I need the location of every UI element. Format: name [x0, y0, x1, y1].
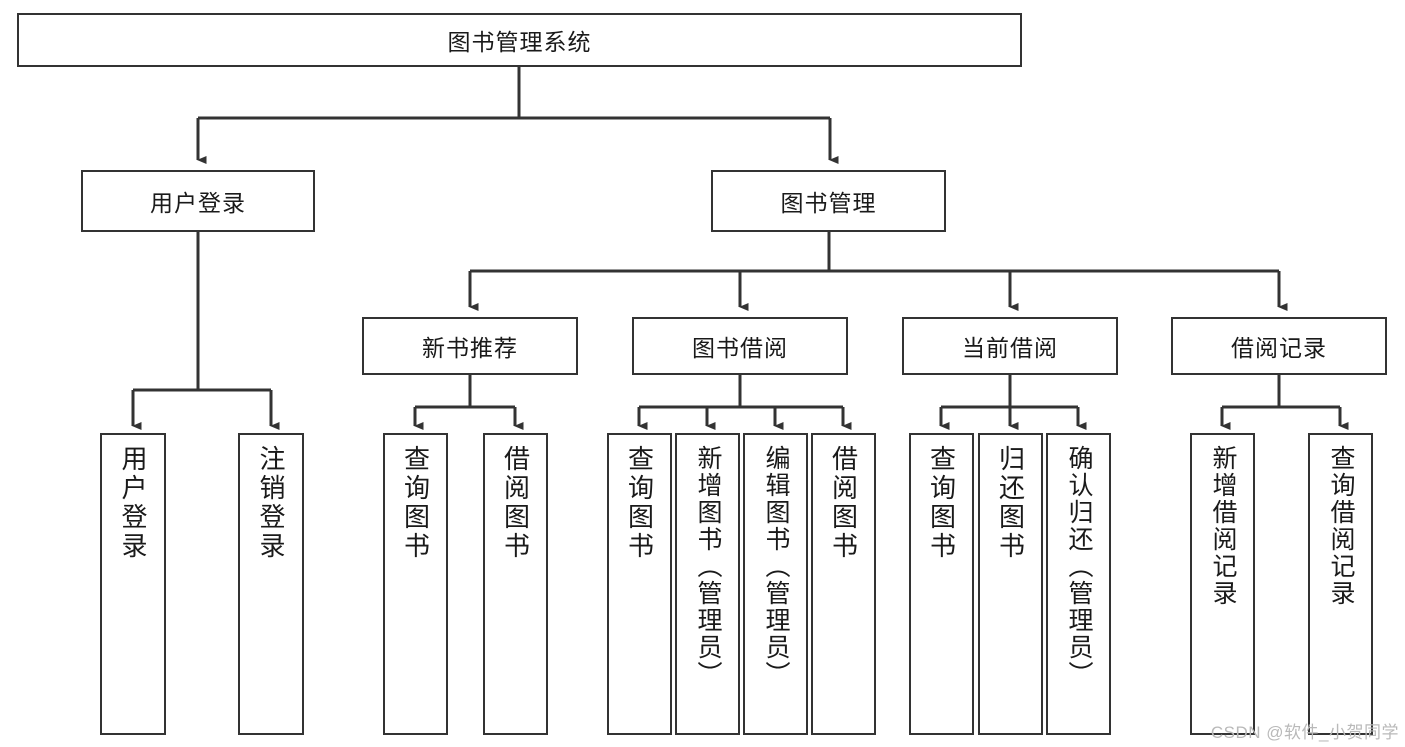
- leaf-user-login[interactable]: 用户登录: [100, 433, 166, 735]
- leaf-edit-book-label: 编辑图书（管理员）: [762, 445, 790, 688]
- node-book-borrow[interactable]: 图书借阅: [632, 317, 848, 375]
- leaf-return-book[interactable]: 归还图书: [978, 433, 1043, 735]
- leaf-query-record[interactable]: 查询借阅记录: [1308, 433, 1373, 735]
- leaf-query-book-2[interactable]: 查询图书: [607, 433, 672, 735]
- node-borrow-record[interactable]: 借阅记录: [1171, 317, 1387, 375]
- node-user-login[interactable]: 用户登录: [81, 170, 315, 232]
- leaf-borrow-book-1[interactable]: 借阅图书: [483, 433, 548, 735]
- node-borrow-record-label: 借阅记录: [1231, 335, 1327, 361]
- node-book-manage[interactable]: 图书管理: [711, 170, 946, 232]
- leaf-borrow-book-2-label: 借阅图书: [828, 445, 859, 561]
- leaf-add-book[interactable]: 新增图书（管理员）: [675, 433, 740, 735]
- leaf-query-book-2-label: 查询图书: [624, 445, 655, 561]
- leaf-query-record-label: 查询借阅记录: [1327, 445, 1355, 607]
- leaf-return-book-label: 归还图书: [995, 445, 1026, 561]
- leaf-edit-book[interactable]: 编辑图书（管理员）: [743, 433, 808, 735]
- leaf-logout[interactable]: 注销登录: [238, 433, 304, 735]
- leaf-confirm-return[interactable]: 确认归还（管理员）: [1046, 433, 1111, 735]
- node-book-manage-label: 图书管理: [780, 190, 877, 216]
- node-user-login-label: 用户登录: [150, 190, 246, 216]
- leaf-query-book-3[interactable]: 查询图书: [909, 433, 974, 735]
- leaf-query-book-3-label: 查询图书: [926, 445, 957, 561]
- node-current-borrow[interactable]: 当前借阅: [902, 317, 1118, 375]
- watermark: CSDN @软件_小贺同学: [1210, 723, 1399, 742]
- node-root-label: 图书管理系统: [447, 29, 592, 55]
- node-new-book-recommend[interactable]: 新书推荐: [362, 317, 578, 375]
- leaf-query-book-1-label: 查询图书: [400, 445, 431, 561]
- leaf-add-record[interactable]: 新增借阅记录: [1190, 433, 1255, 735]
- node-new-book-recommend-label: 新书推荐: [422, 335, 518, 361]
- node-root[interactable]: 图书管理系统: [17, 13, 1022, 67]
- leaf-logout-label: 注销登录: [256, 445, 287, 561]
- leaf-borrow-book-2[interactable]: 借阅图书: [811, 433, 876, 735]
- node-book-borrow-label: 图书借阅: [692, 335, 788, 361]
- leaf-borrow-book-1-label: 借阅图书: [500, 445, 531, 561]
- leaf-add-record-label: 新增借阅记录: [1209, 445, 1237, 607]
- node-current-borrow-label: 当前借阅: [962, 335, 1058, 361]
- leaf-query-book-1[interactable]: 查询图书: [383, 433, 448, 735]
- leaf-user-login-label: 用户登录: [118, 445, 149, 561]
- leaf-confirm-return-label: 确认归还（管理员）: [1065, 445, 1093, 688]
- leaf-add-book-label: 新增图书（管理员）: [694, 445, 722, 688]
